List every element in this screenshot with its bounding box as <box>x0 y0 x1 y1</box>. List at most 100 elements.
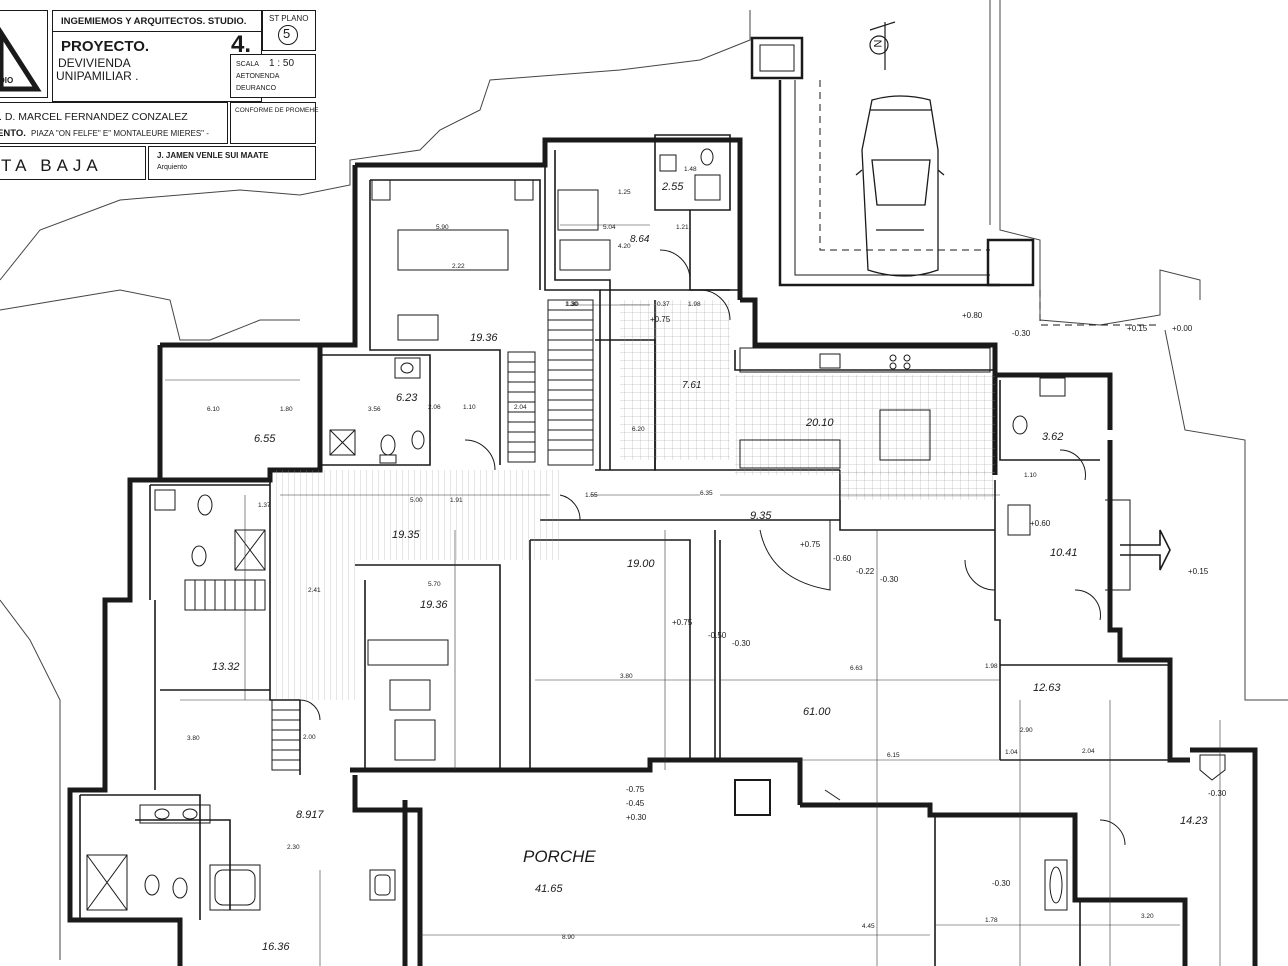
location-label: ENTO. <box>0 128 26 139</box>
dimension-text: 1.98 <box>688 301 701 308</box>
title-block-conformity: CONFORME DE PROMEHE <box>230 102 318 144</box>
staircase <box>184 299 594 771</box>
title-block-floor: TA BAJA <box>0 146 146 180</box>
room-label-r3: 8.64 <box>630 234 650 245</box>
sheet-circle-icon <box>278 25 298 45</box>
level-mark: -0.30 <box>732 639 751 648</box>
dimension-text: 2.41 <box>308 587 321 594</box>
dimension-text: 1.91 <box>450 497 463 504</box>
level-mark: +0.00 <box>1172 324 1193 333</box>
room-label-r10: 9.35 <box>750 510 772 522</box>
dimension-text: 1.48 <box>684 166 697 173</box>
title-block-studio: INGEMIEMOS Y ARQUITECTOS. STUDIO. PROYEC… <box>52 10 262 102</box>
door-swings <box>299 249 1126 846</box>
room-label-r19: PORCHE <box>523 847 596 866</box>
level-mark: +0.75 <box>672 618 693 627</box>
client-name: . D. MARCEL FERNANDEZ CONZALEZ <box>0 111 188 123</box>
scale-line-3: DEURANCO <box>236 85 277 92</box>
level-mark: -0.30 <box>1208 789 1227 798</box>
scale-line-2: AETONENDA <box>236 73 280 80</box>
room-label-r16: 12.63 <box>1033 682 1061 694</box>
dimension-text: 5.70 <box>428 581 441 588</box>
project-line-1: DEVIVIENDA <box>58 56 131 70</box>
level-mark: -0.50 <box>708 631 727 640</box>
room-label-r14: 13.32 <box>212 661 240 673</box>
level-mark: -0.30 <box>1012 329 1031 338</box>
north-arrow-icon <box>869 21 896 70</box>
room-label-r5: 7.61 <box>682 380 702 391</box>
dimension-text: 2.04 <box>1082 748 1095 755</box>
room-label-r12: 19.00 <box>627 558 655 570</box>
level-mark: -0.75 <box>626 785 645 794</box>
project-label: PROYECTO. <box>61 38 150 55</box>
title-block-logo: DIO <box>0 10 48 98</box>
level-mark: -0.30 <box>992 879 1011 888</box>
level-mark: -0.60 <box>833 554 852 563</box>
dimension-text: 0.37 <box>657 301 670 308</box>
level-mark: +0.75 <box>650 315 671 324</box>
dimension-text: 8.90 <box>562 934 575 941</box>
dimension-text: 1.80 <box>280 406 293 413</box>
dimension-text: 3.80 <box>620 673 633 680</box>
dimension-lines <box>165 224 1221 966</box>
architect-role: Arquiento <box>157 164 187 171</box>
dimension-text: 1.30 <box>565 301 578 308</box>
dimension-text: 1.55 <box>585 492 598 499</box>
title-block-sheet: ST PLANO 5 <box>262 10 316 51</box>
dimension-text: 2.04 <box>514 404 527 411</box>
room-label-r21: 16.36 <box>262 941 290 953</box>
scale-value: 1 : 50 <box>269 58 295 69</box>
room-label-r4: 6.23 <box>396 392 418 404</box>
title-block-client: . D. MARCEL FERNANDEZ CONZALEZ ENTO. PIA… <box>0 102 228 144</box>
room-label-r7: 3.62 <box>1042 431 1064 443</box>
dimension-text: 4.45 <box>862 923 875 930</box>
sheet-number: 4. <box>231 31 252 58</box>
location-text: PIAZA "ON FELFE" E" MONTALEURE MIERES" - <box>31 129 209 138</box>
dimension-text: 1.30 <box>566 301 579 308</box>
floor-name: TA BAJA <box>1 156 103 175</box>
room-label-r1: 19.36 <box>470 332 498 344</box>
car-icon <box>855 95 945 277</box>
garage <box>750 21 1160 326</box>
north-label: N <box>872 39 885 48</box>
room-label-r18: 14.23 <box>1180 815 1208 827</box>
dimension-text: 1.37 <box>258 502 271 509</box>
room-label-r17: 8.917 <box>296 809 324 821</box>
title-block-scale: SCALA 1 : 50 AETONENDA DEURANCO <box>230 54 316 98</box>
dimension-text: 5.00 <box>410 497 423 504</box>
dimension-text: 3.20 <box>1141 913 1154 920</box>
dimension-text: 2.90 <box>1020 727 1033 734</box>
dimension-text: 1.25 <box>618 189 631 196</box>
dimension-text: 5.90 <box>436 224 449 231</box>
dimension-text: 6.20 <box>632 426 645 433</box>
dimension-text: 6.15 <box>887 752 900 759</box>
title-block-architect: J. JAMEN VENLE SUI MAATE Arquiento <box>148 146 316 180</box>
level-mark: +0.80 <box>962 311 983 320</box>
dimension-text: 3.80 <box>187 735 200 742</box>
level-mark: +0.75 <box>800 540 821 549</box>
level-mark: +0.15 <box>1127 324 1148 333</box>
room-label-r13: 19.36 <box>420 599 448 611</box>
room-label-r20: 41.65 <box>535 883 563 895</box>
dimension-text: 3.56 <box>368 406 381 413</box>
dimension-text: 1.04 <box>1005 749 1018 756</box>
project-line-2: UNIPAMILIAR . <box>56 69 139 83</box>
level-mark: -0.22 <box>856 567 875 576</box>
dimension-text: 1.10 <box>463 404 476 411</box>
room-label-r8: 6.55 <box>254 433 276 445</box>
room-label-r2: 2.55 <box>662 181 684 193</box>
room-label-r11: 10.41 <box>1050 547 1078 559</box>
architect-name: J. JAMEN VENLE SUI MAATE <box>157 151 269 160</box>
level-mark: -0.45 <box>626 799 645 808</box>
dimension-text: 1.98 <box>985 663 998 670</box>
dimension-text: 6.63 <box>850 665 863 672</box>
sheet-label: ST PLANO <box>269 14 309 23</box>
interior-walls <box>79 134 1190 966</box>
dimension-text: 6.35 <box>700 490 713 497</box>
room-label-r9: 19.35 <box>392 529 420 541</box>
dimension-text: 4.20 <box>618 243 631 250</box>
dimension-text: 5.04 <box>603 224 616 231</box>
